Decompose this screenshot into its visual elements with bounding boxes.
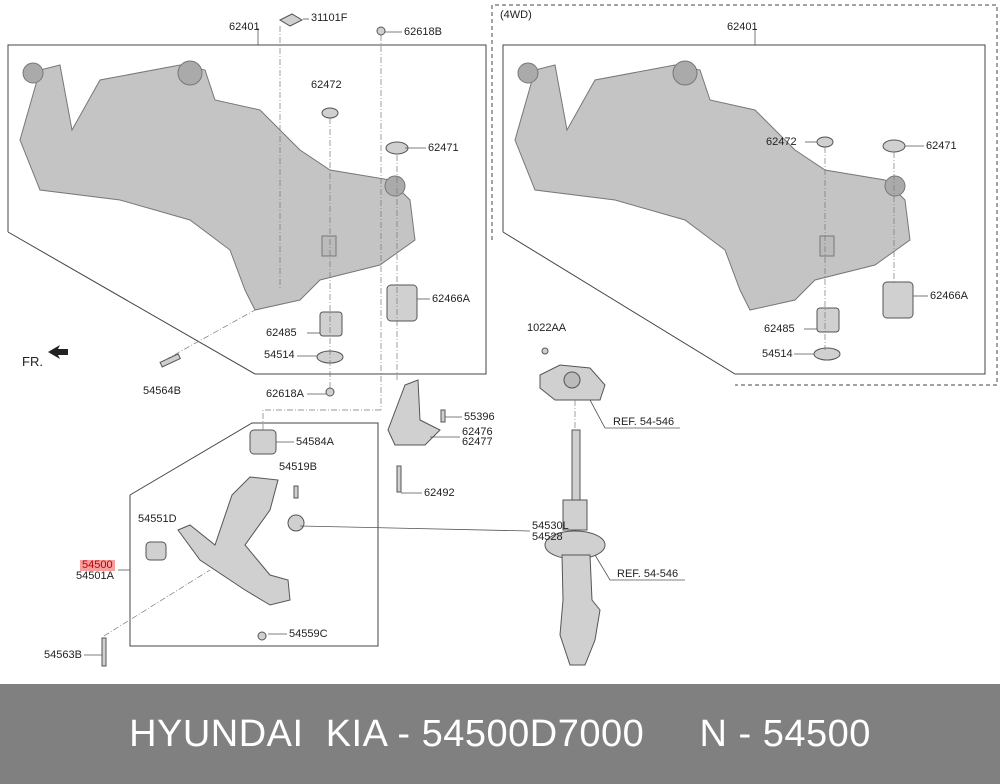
label-54551D[interactable]: 54551D — [138, 513, 177, 525]
ref-label-lower[interactable]: REF. 54-546 — [617, 568, 679, 580]
bushing-62485-left — [319, 311, 343, 337]
label-54559C[interactable]: 54559C — [289, 628, 328, 640]
left-subframe — [19, 60, 416, 311]
label-62476[interactable]: 62476 — [462, 426, 493, 438]
label-62466A-right[interactable]: 62466A — [930, 290, 968, 302]
bushing-62466A-left — [386, 284, 418, 322]
ref-label-upper[interactable]: REF. 54-546 — [613, 416, 675, 428]
bushing-62485-right — [816, 307, 840, 333]
label-62492[interactable]: 62492 — [424, 487, 455, 499]
label-54528[interactable]: 54528 — [532, 531, 563, 543]
front-direction-label: FR. — [22, 354, 43, 369]
bushing-62466A-right — [882, 281, 914, 319]
label-62466A-left[interactable]: 62466A — [432, 293, 470, 305]
label-62618A[interactable]: 62618A — [266, 388, 304, 400]
parts-diagram-art — [7, 4, 998, 667]
bracket-62476 — [387, 379, 441, 446]
label-62485-right[interactable]: 62485 — [764, 323, 795, 335]
label-54514-right[interactable]: 54514 — [762, 348, 793, 360]
label-31101F[interactable]: 31101F — [311, 12, 348, 24]
label-4wd: (4WD) — [500, 9, 532, 21]
label-62471-right[interactable]: 62471 — [926, 140, 957, 152]
label-62472-left[interactable]: 62472 — [311, 79, 342, 91]
label-55396[interactable]: 55396 — [464, 411, 495, 423]
label-62477[interactable]: 62477 — [462, 436, 493, 448]
label-54584A[interactable]: 54584A — [296, 436, 334, 448]
dashed-4wd-frame — [491, 4, 998, 386]
label-54563B[interactable]: 54563B — [44, 649, 82, 661]
fr-arrow-icon — [48, 345, 68, 359]
label-62401-right[interactable]: 62401 — [727, 21, 758, 33]
footer-part-number-text: HYUNDAI KIA - 54500D7000 N - 54500 — [129, 712, 871, 755]
left-subframe-frame — [7, 44, 487, 375]
label-54500-highlighted[interactable]: 54500 — [80, 559, 115, 571]
label-62401-left[interactable]: 62401 — [229, 21, 260, 33]
label-62485-left[interactable]: 62485 — [266, 327, 297, 339]
label-54564B[interactable]: 54564B — [143, 385, 181, 397]
label-54501A[interactable]: 54501A — [76, 570, 114, 582]
right-subframe-frame — [502, 44, 986, 375]
label-54514-left[interactable]: 54514 — [264, 349, 295, 361]
label-54519B[interactable]: 54519B — [279, 461, 317, 473]
lower-arm-frame — [129, 422, 379, 647]
label-62472-right[interactable]: 62472 — [766, 136, 797, 148]
right-subframe — [514, 60, 911, 311]
label-54530L[interactable]: 54530L — [532, 520, 569, 532]
strut-body — [559, 554, 601, 666]
label-62471-left[interactable]: 62471 — [428, 142, 459, 154]
label-1022AA[interactable]: 1022AA — [527, 322, 567, 334]
lower-arm-54500 — [177, 476, 291, 606]
part-number-footer: HYUNDAI KIA - 54500D7000 N - 54500 — [0, 684, 1000, 784]
label-62618B[interactable]: 62618B — [404, 26, 442, 38]
